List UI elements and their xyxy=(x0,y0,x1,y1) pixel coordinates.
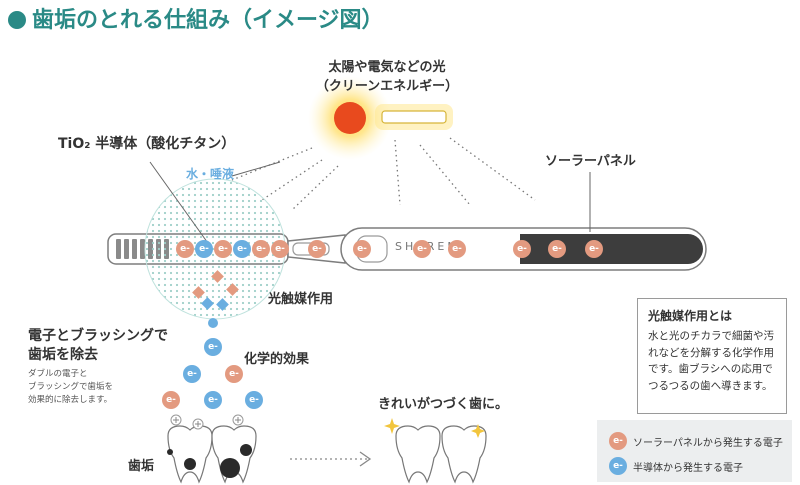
legend: e- ソーラーパネルから発生する電子 e- 半導体から発生する電子 xyxy=(597,420,792,482)
electron-semiconductor: e- xyxy=(245,391,263,409)
light-source-label: 太陽や電気などの光 （クリーンエネルギー） xyxy=(315,60,459,94)
arrow-right-icon xyxy=(290,451,372,467)
electron-solar: e- xyxy=(585,240,603,258)
sparkle-icon xyxy=(384,418,485,438)
remove-plaque-desc-2: ブラッシングで歯垢を xyxy=(28,382,114,392)
note-heading: 光触媒作用とは xyxy=(648,309,733,323)
electron-solar: e- xyxy=(448,240,466,258)
sun-icon xyxy=(308,76,392,160)
tio2-pointer xyxy=(149,161,211,247)
electron-semiconductor: e- xyxy=(195,240,213,258)
electron-solar: e- xyxy=(413,240,431,258)
lamp-icon xyxy=(375,104,453,130)
title-text: 歯垢のとれる仕組み（イメージ図） xyxy=(32,8,384,33)
electron-solar: e- xyxy=(513,240,531,258)
chemical-effect-label: 化学的効果 xyxy=(244,352,310,367)
remove-plaque-block: 電子とブラッシングで 歯垢を除去 ダブルの電子と ブラッシングで歯垢を 効果的に… xyxy=(28,327,168,407)
electron-semiconductor: e- xyxy=(204,338,222,356)
electron-solar: e- xyxy=(353,240,371,258)
electron-solar-icon: e- xyxy=(609,432,627,450)
clean-teeth-label: きれいがつづく歯に。 xyxy=(378,397,509,412)
electron-semiconductor: e- xyxy=(233,240,251,258)
tio2-label: TiO₂ 半導体（酸化チタン） xyxy=(58,136,236,152)
legend-item-solar: e- ソーラーパネルから発生する電子 xyxy=(609,432,783,450)
clean-teeth-icon xyxy=(384,418,487,484)
electron-semiconductor: e- xyxy=(204,391,222,409)
remove-plaque-desc-3: 効果的に除去します。 xyxy=(28,395,113,405)
electron-solar: e- xyxy=(162,391,180,409)
water-label: 水・唾液 xyxy=(186,167,235,181)
note-body: 水と光のチカラで細菌や汚れなどを分解する化学作用です。歯ブラシへの応用でつるつる… xyxy=(648,330,774,392)
remove-plaque-heading-2: 歯垢を除去 xyxy=(28,347,98,363)
electron-solar: e- xyxy=(225,365,243,383)
remove-plaque-desc-1: ダブルの電子と xyxy=(28,369,88,379)
electron-solar: e- xyxy=(271,240,289,258)
photocatalysis-note: 光触媒作用とは 水と光のチカラで細菌や汚れなどを分解する化学作用です。歯ブラシへ… xyxy=(637,298,787,414)
electron-semiconductor: e- xyxy=(183,365,201,383)
remove-plaque-heading-1: 電子とブラッシングで xyxy=(28,328,168,344)
water-pointer xyxy=(231,161,281,177)
electron-solar: e- xyxy=(252,240,270,258)
electron-solar: e- xyxy=(548,240,566,258)
solar-panel-label: ソーラーパネル xyxy=(545,154,636,169)
bullet-icon xyxy=(8,11,26,29)
electron-solar: e- xyxy=(176,240,194,258)
page-title: 歯垢のとれる仕組み（イメージ図） xyxy=(8,2,384,34)
electron-semiconductor-icon: e- xyxy=(609,457,627,475)
photocatalysis-label: 光触媒作用 xyxy=(268,292,334,307)
light-rays xyxy=(231,137,536,211)
plaque-label: 歯垢 xyxy=(128,459,155,474)
teeth-with-plaque-icon xyxy=(167,414,257,484)
electron-solar: e- xyxy=(308,240,326,258)
electron-solar: e- xyxy=(214,240,232,258)
legend-item-semiconductor: e- 半導体から発生する電子 xyxy=(609,457,743,475)
